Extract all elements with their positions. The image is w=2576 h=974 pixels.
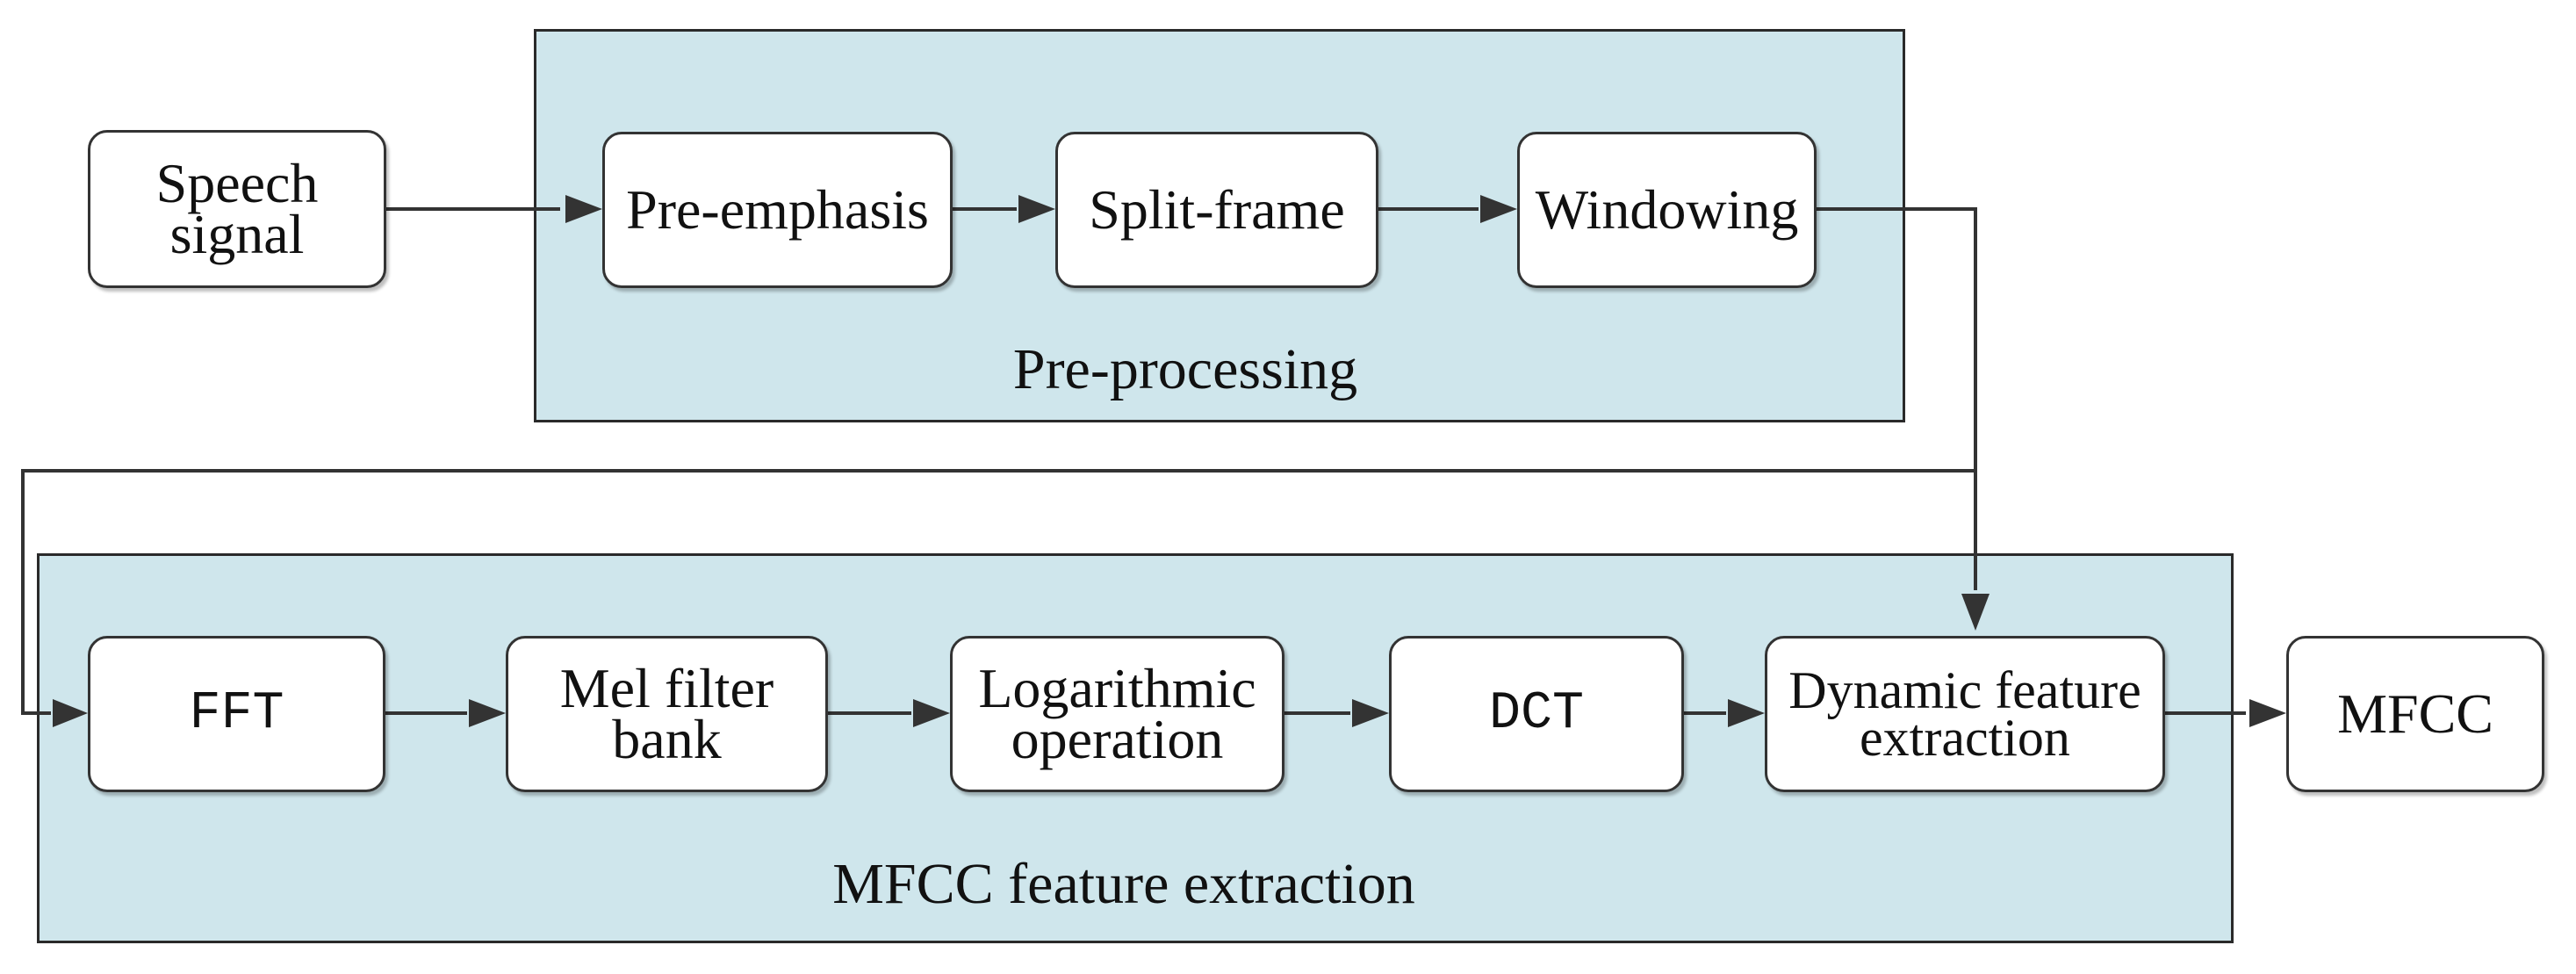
node-dct-label: DCT bbox=[1488, 684, 1585, 744]
node-speech-signal-label: Speech signal bbox=[155, 152, 319, 265]
node-pre-emphasis: Pre-emphasis bbox=[602, 132, 953, 288]
node-mel-filter-bank-label: Mel filter bank bbox=[559, 657, 774, 770]
node-speech-signal: Speech signal bbox=[88, 130, 386, 288]
preprocessing-label: Pre-processing bbox=[1012, 337, 1358, 401]
node-logarithmic-operation: Logarithmic operation bbox=[950, 636, 1284, 792]
node-pre-emphasis-label: Pre-emphasis bbox=[626, 178, 929, 242]
node-fft: FFT bbox=[88, 636, 385, 792]
node-mel-filter-bank: Mel filter bank bbox=[506, 636, 828, 792]
mfcc-extraction-label: MFCC feature extraction bbox=[832, 852, 1415, 916]
node-fft-label: FFT bbox=[189, 684, 284, 744]
node-mfcc-label: MFCC bbox=[2337, 682, 2493, 746]
node-windowing: Windowing bbox=[1517, 132, 1817, 288]
node-dynamic-feature-extraction: Dynamic feature extraction bbox=[1765, 636, 2165, 792]
node-dynamic-feature-extraction-label: Dynamic feature extraction bbox=[1788, 661, 2141, 767]
node-windowing-label: Windowing bbox=[1535, 178, 1799, 242]
node-mfcc: MFCC bbox=[2286, 636, 2544, 792]
node-logarithmic-operation-label: Logarithmic operation bbox=[978, 657, 1256, 770]
node-dct: DCT bbox=[1389, 636, 1684, 792]
node-split-frame: Split-frame bbox=[1055, 132, 1378, 288]
node-split-frame-label: Split-frame bbox=[1089, 178, 1345, 242]
arrowhead-mfcc bbox=[2249, 699, 2286, 727]
